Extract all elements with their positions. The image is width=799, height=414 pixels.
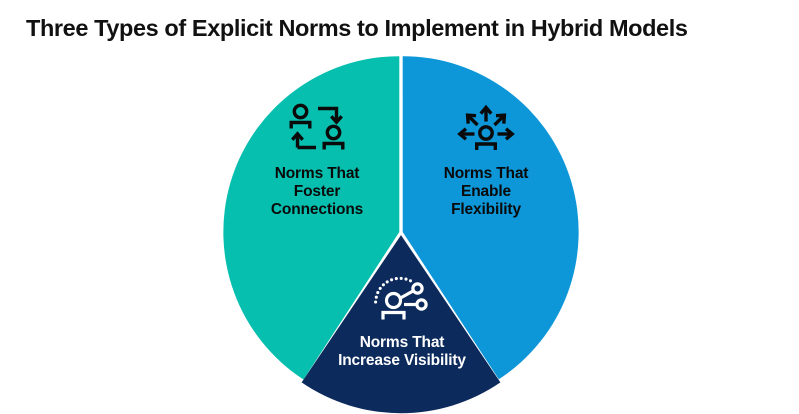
pie-slice-flexibility[interactable] [402, 56, 579, 380]
page-title: Three Types of Explicit Norms to Impleme… [26, 15, 688, 41]
pie-slice-visibility[interactable] [301, 235, 501, 414]
pie-chart [223, 55, 579, 414]
pie-slice-connections[interactable] [223, 56, 400, 380]
